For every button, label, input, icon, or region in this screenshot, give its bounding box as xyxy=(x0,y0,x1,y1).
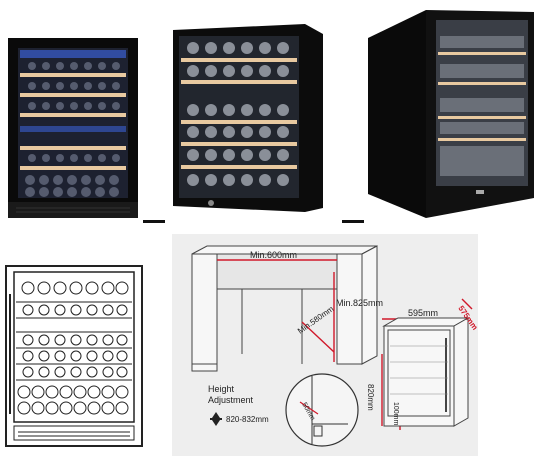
up-down-arrow-icon xyxy=(210,412,222,426)
height-label: Min.825mm xyxy=(336,298,383,308)
side-gap-label: 100mm xyxy=(392,402,399,426)
front-line-drawing xyxy=(4,264,144,450)
divider-bar xyxy=(342,220,364,223)
height-range-label: 820-832mm xyxy=(226,415,269,424)
angled-view-photo xyxy=(165,20,325,215)
installation-diagram: Min.600mm Min.825mm Min.580mm 595mm 575m… xyxy=(172,234,480,456)
side-view-photo xyxy=(366,8,536,220)
height-adjust-subtitle: Adjustment xyxy=(208,395,254,405)
front-view-photo xyxy=(8,38,138,218)
unit-height-label: 820mm xyxy=(366,384,375,411)
unit-width-label: 595mm xyxy=(408,308,438,318)
width-label: Min.600mm xyxy=(250,250,297,260)
divider-bar xyxy=(143,220,165,223)
height-adjust-title: Height xyxy=(208,384,235,394)
